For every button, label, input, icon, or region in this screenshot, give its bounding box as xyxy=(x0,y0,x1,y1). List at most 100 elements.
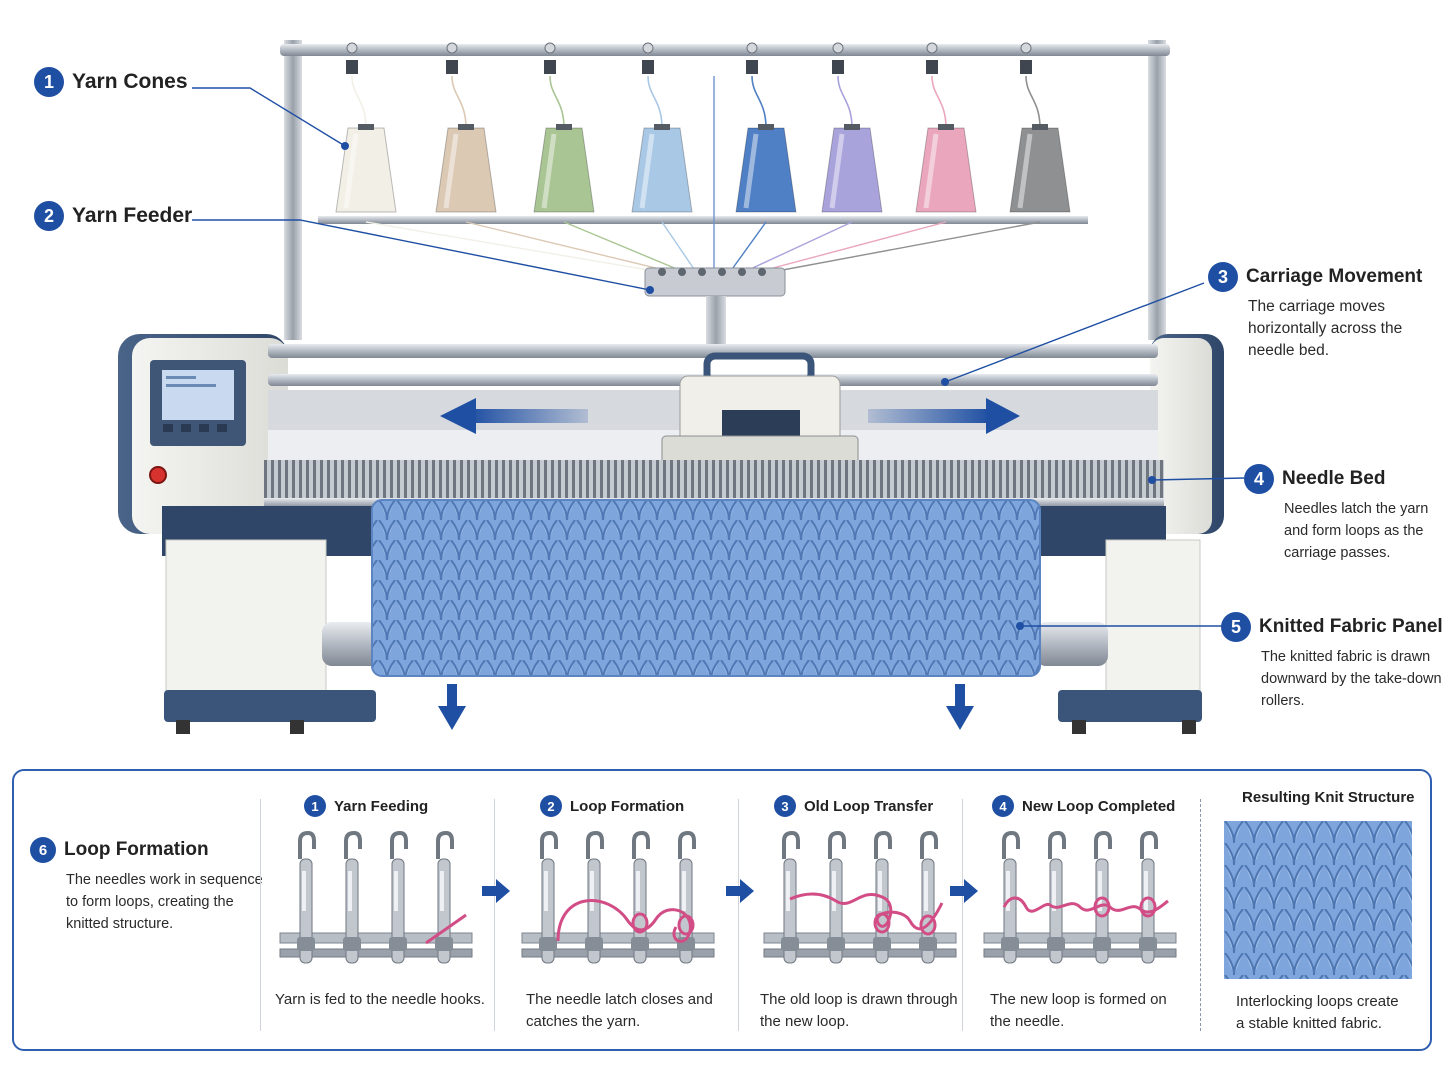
needle xyxy=(1139,831,1158,964)
step-number: 1 xyxy=(304,795,326,817)
callout-title: Needle Bed xyxy=(1282,468,1386,489)
yarn-guide-hook xyxy=(832,42,844,74)
callout-number: 2 xyxy=(34,201,64,231)
callout-desc-line: The knitted fabric is drawn xyxy=(1261,649,1431,665)
divider xyxy=(260,799,261,1031)
needle xyxy=(1001,831,1020,964)
yarn-loop xyxy=(677,914,695,936)
step-desc-line: the new loop. xyxy=(760,1013,850,1030)
callout-carriage-movement: 3 Carriage Movement The carriage moves h… xyxy=(1208,262,1422,362)
yarn-cone xyxy=(533,124,595,213)
yarn-cone xyxy=(915,124,977,213)
step-4-description: The new loop is formed on the needle. xyxy=(990,989,1167,1033)
yarn-strand xyxy=(757,221,947,273)
step-1-description: Yarn is fed to the needle hooks. xyxy=(275,989,485,1011)
step-desc-line: The new loop is formed on xyxy=(990,991,1167,1008)
result-description: Interlocking loops create a stable knitt… xyxy=(1236,991,1399,1035)
needle xyxy=(585,831,604,964)
yarn-strand xyxy=(365,221,661,273)
callout-title: Knitted Fabric Panel xyxy=(1259,616,1443,637)
loop-panel-intro: 6 Loop Formation The needles work in seq… xyxy=(30,837,263,935)
callout-title: Carriage Movement xyxy=(1246,266,1423,287)
result-desc-line: a stable knitted fabric. xyxy=(1236,1015,1382,1032)
callout-yarn-feeder: 2 Yarn Feeder xyxy=(34,201,192,231)
step-number: 3 xyxy=(774,795,796,817)
needle xyxy=(827,831,846,964)
yarn-strand xyxy=(751,75,767,129)
callout-needle-bed: 4 Needle Bed Needles latch the yarn and … xyxy=(1244,464,1428,564)
yarn-strand xyxy=(661,221,697,273)
callout-desc-line: Needles latch the yarn xyxy=(1284,501,1429,517)
step-3-needle-illustration xyxy=(763,831,957,964)
divider xyxy=(738,799,739,1031)
yarn-strand xyxy=(549,75,565,129)
step-2-needle-illustration xyxy=(521,831,715,964)
yarn-strand xyxy=(351,75,367,129)
needle xyxy=(873,831,892,964)
yarn-strand xyxy=(556,899,692,943)
yarn-cone xyxy=(631,124,693,213)
callout-desc-line: downward by the take-down xyxy=(1261,671,1442,687)
needle xyxy=(343,831,362,964)
yarn-loop xyxy=(873,912,891,934)
divider xyxy=(1200,799,1202,1031)
step-title: Loop Formation xyxy=(570,797,685,815)
divider xyxy=(494,799,495,1031)
step-number: 4 xyxy=(992,795,1014,817)
needle xyxy=(297,831,316,964)
yarn-strand xyxy=(771,221,1041,273)
yarn-strand xyxy=(563,221,685,273)
step-3-heading: 3 Old Loop Transfer xyxy=(774,795,933,817)
callout-number: 4 xyxy=(1244,464,1274,494)
next-step-arrow-icon xyxy=(482,879,510,903)
yarn-guide-hook xyxy=(1020,42,1032,74)
step-2-description: The needle latch closes and catches the … xyxy=(526,989,713,1033)
yarn-guide-hook xyxy=(746,42,758,74)
callout-desc-line: and form loops as the xyxy=(1284,523,1424,539)
callout-desc-line: needle bed. xyxy=(1248,342,1330,359)
yarn-cone xyxy=(435,124,497,213)
step-title: Yarn Feeding xyxy=(334,797,429,815)
yarn-strand xyxy=(837,75,853,129)
yarn-loop xyxy=(1139,896,1157,918)
step-desc-line: The old loop is drawn through xyxy=(760,991,958,1008)
panel-desc-line: knitted structure. xyxy=(66,916,174,932)
step-desc-line: Yarn is fed to the needle hooks. xyxy=(275,991,485,1008)
step-title: New Loop Completed xyxy=(1022,797,1176,815)
result-desc-line: Interlocking loops create xyxy=(1236,993,1399,1010)
needle xyxy=(781,831,800,964)
yarn-strand xyxy=(451,75,467,129)
knitting-machine-illustration xyxy=(118,40,1245,734)
panel-desc-line: The needles work in sequence xyxy=(66,872,263,888)
step-desc-line: the needle. xyxy=(990,1013,1065,1030)
needle xyxy=(631,831,650,964)
yarn-guide-hook xyxy=(346,42,358,74)
yarn-strand xyxy=(647,75,663,129)
yarn-loop xyxy=(1093,896,1111,918)
next-step-arrow-icon xyxy=(950,879,978,903)
callout-desc-line: The carriage moves xyxy=(1248,298,1385,315)
yarn-cone xyxy=(335,124,397,213)
yarn-loop xyxy=(631,912,649,934)
yarn-strand xyxy=(1025,75,1041,129)
yarn-strand xyxy=(931,75,947,129)
needle xyxy=(1047,831,1066,964)
needle xyxy=(389,831,408,964)
yarn-guide-hook xyxy=(642,42,654,74)
callout-desc-line: horizontally across the xyxy=(1248,320,1403,337)
yarn-guide-hook xyxy=(926,42,938,74)
step-3-description: The old loop is drawn through the new lo… xyxy=(760,989,958,1033)
needle xyxy=(919,831,938,964)
step-title: Old Loop Transfer xyxy=(804,797,934,815)
step-4-heading: 4 New Loop Completed xyxy=(992,795,1175,817)
step-4-needle-illustration xyxy=(983,831,1177,964)
yarn-strand xyxy=(789,892,944,931)
divider xyxy=(962,799,963,1031)
yarn-cone xyxy=(735,124,797,213)
loop-formation-panel: 6 Loop Formation The needles work in seq… xyxy=(12,769,1432,1051)
yarn-strand xyxy=(425,913,467,945)
needle xyxy=(435,831,454,964)
knit-structure-swatch xyxy=(1224,821,1412,979)
needle xyxy=(677,831,696,964)
yarn-guide-hook xyxy=(544,42,556,74)
